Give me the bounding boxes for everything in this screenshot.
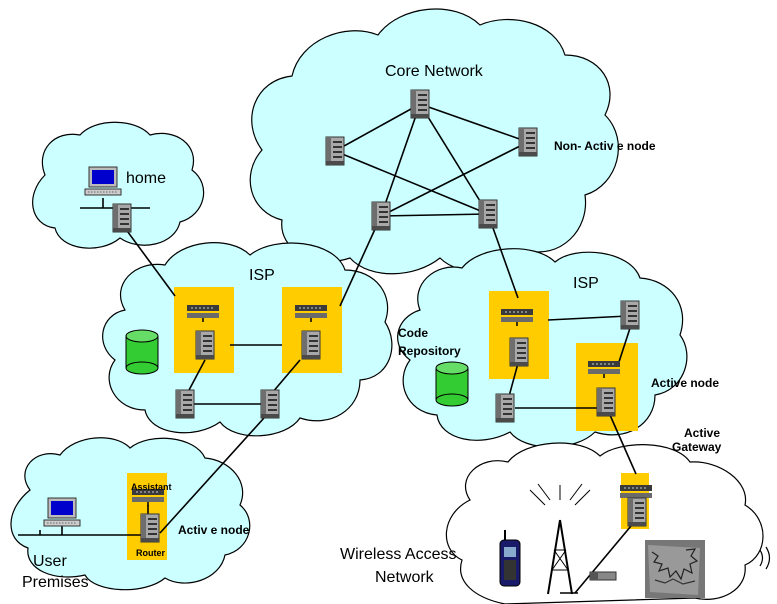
- core-node-top: [410, 89, 430, 119]
- home-cloud: [32, 121, 205, 249]
- active-gateway-label-line2: Gateway: [672, 440, 722, 454]
- user-premises-label-line2: Premises: [22, 574, 89, 591]
- code-repository-label-line2: Repository: [398, 344, 461, 358]
- user-premises-label-line1: User: [33, 553, 67, 570]
- isp-right-label: ISP: [573, 275, 599, 292]
- core-node-left: [325, 136, 345, 166]
- isp-left-node-2: [260, 389, 280, 419]
- core-node-bottom-right: [478, 199, 498, 229]
- active-node-right-label: Active node: [651, 376, 719, 390]
- code-repository-label-line1: Code: [398, 326, 428, 340]
- links: [18, 103, 637, 594]
- router-label: Router: [136, 548, 165, 558]
- code-repository-icon: [435, 361, 469, 407]
- active-gateway-label-line1: Active: [684, 426, 720, 440]
- active-node-highlight-left-1: [174, 287, 234, 373]
- isp-left-active-server-1: [195, 330, 215, 360]
- wireless-label-line1: Wireless Access: [340, 546, 456, 563]
- isp-right-active-server-2: [596, 387, 616, 417]
- core-network-cloud: [249, 8, 619, 275]
- home-computer-icon: [84, 166, 122, 196]
- signal-arcs-icon: [759, 546, 771, 570]
- handheld-device-icon: [645, 540, 705, 598]
- radio-tower-icon: [529, 483, 591, 595]
- core-node-bottom-left: [371, 201, 391, 231]
- wireless-label-line2: Network: [375, 569, 435, 586]
- isp-right-node-2: [495, 393, 515, 423]
- core-network-label: Core Network: [385, 63, 484, 80]
- gateway-server-icon: [627, 497, 647, 527]
- wireless-node-icon: [589, 571, 617, 581]
- isp-left-active-server-2: [301, 330, 321, 360]
- mobile-phone-icon: [499, 530, 521, 587]
- router-icon: [140, 513, 160, 543]
- home-router-icon: [112, 203, 132, 233]
- assistant-label: Assistant: [131, 482, 172, 492]
- isp-left-repository-icon: [125, 329, 159, 375]
- isp-right-node-1: [620, 300, 640, 330]
- active-node-highlight-left-2: [282, 287, 342, 373]
- active-node-highlight-right-2: [576, 343, 638, 431]
- home-label: home: [126, 170, 166, 187]
- isp-left-label: ISP: [249, 267, 275, 284]
- isp-left-node-1: [175, 389, 195, 419]
- core-node-right: [518, 127, 538, 157]
- isp-right-active-server-1: [509, 337, 529, 367]
- active-node-bottom-label: Activ e node: [178, 523, 250, 537]
- user-computer-icon: [43, 497, 81, 527]
- non-active-node-label: Non- Activ e node: [554, 139, 656, 153]
